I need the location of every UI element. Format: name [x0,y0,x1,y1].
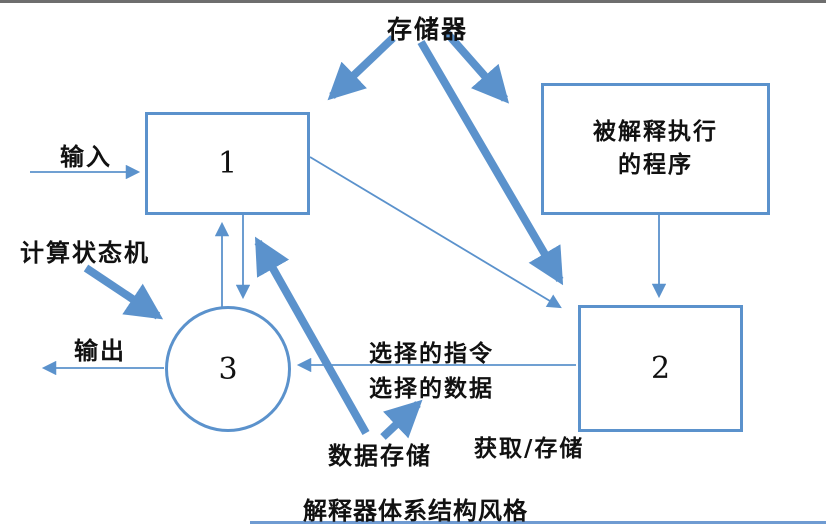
arrow-box1-to-box2 [309,156,562,309]
node-program-label: 被解释执行 的程序 [593,119,718,178]
arrow-statemachine-to-circle3 [83,264,164,320]
node-box1: 1 [145,112,310,215]
top-border-line [0,0,826,3]
arrow-datastorage-to-dataline [380,399,423,440]
node-circle3: 3 [165,306,291,432]
label-input: 输入 [60,143,112,171]
label-memory: 存储器 [387,15,469,44]
arrow-memory-to-box1 [327,35,396,101]
label-selected-instruction: 选择的指令 [369,341,494,367]
label-data-storage: 数据存储 [328,442,432,470]
node-program-box: 被解释执行 的程序 [541,83,770,215]
bottom-accent-line [250,521,826,524]
arrow-datastorage-to-box1 [254,236,370,435]
arrow-memory-to-box2 [417,39,564,286]
label-fetch-store: 获取/存储 [474,436,585,462]
diagram-caption: 解释器体系结构风格 [303,497,528,525]
node-box2: 2 [578,305,743,432]
label-selected-data: 选择的数据 [369,376,494,402]
label-output: 输出 [74,337,126,365]
label-state-machine: 计算状态机 [20,239,150,267]
arrow-memory-to-program [442,29,510,104]
node-circle3-label: 3 [218,351,238,387]
node-box1-label: 1 [217,146,238,181]
node-box2-label: 2 [650,351,671,386]
